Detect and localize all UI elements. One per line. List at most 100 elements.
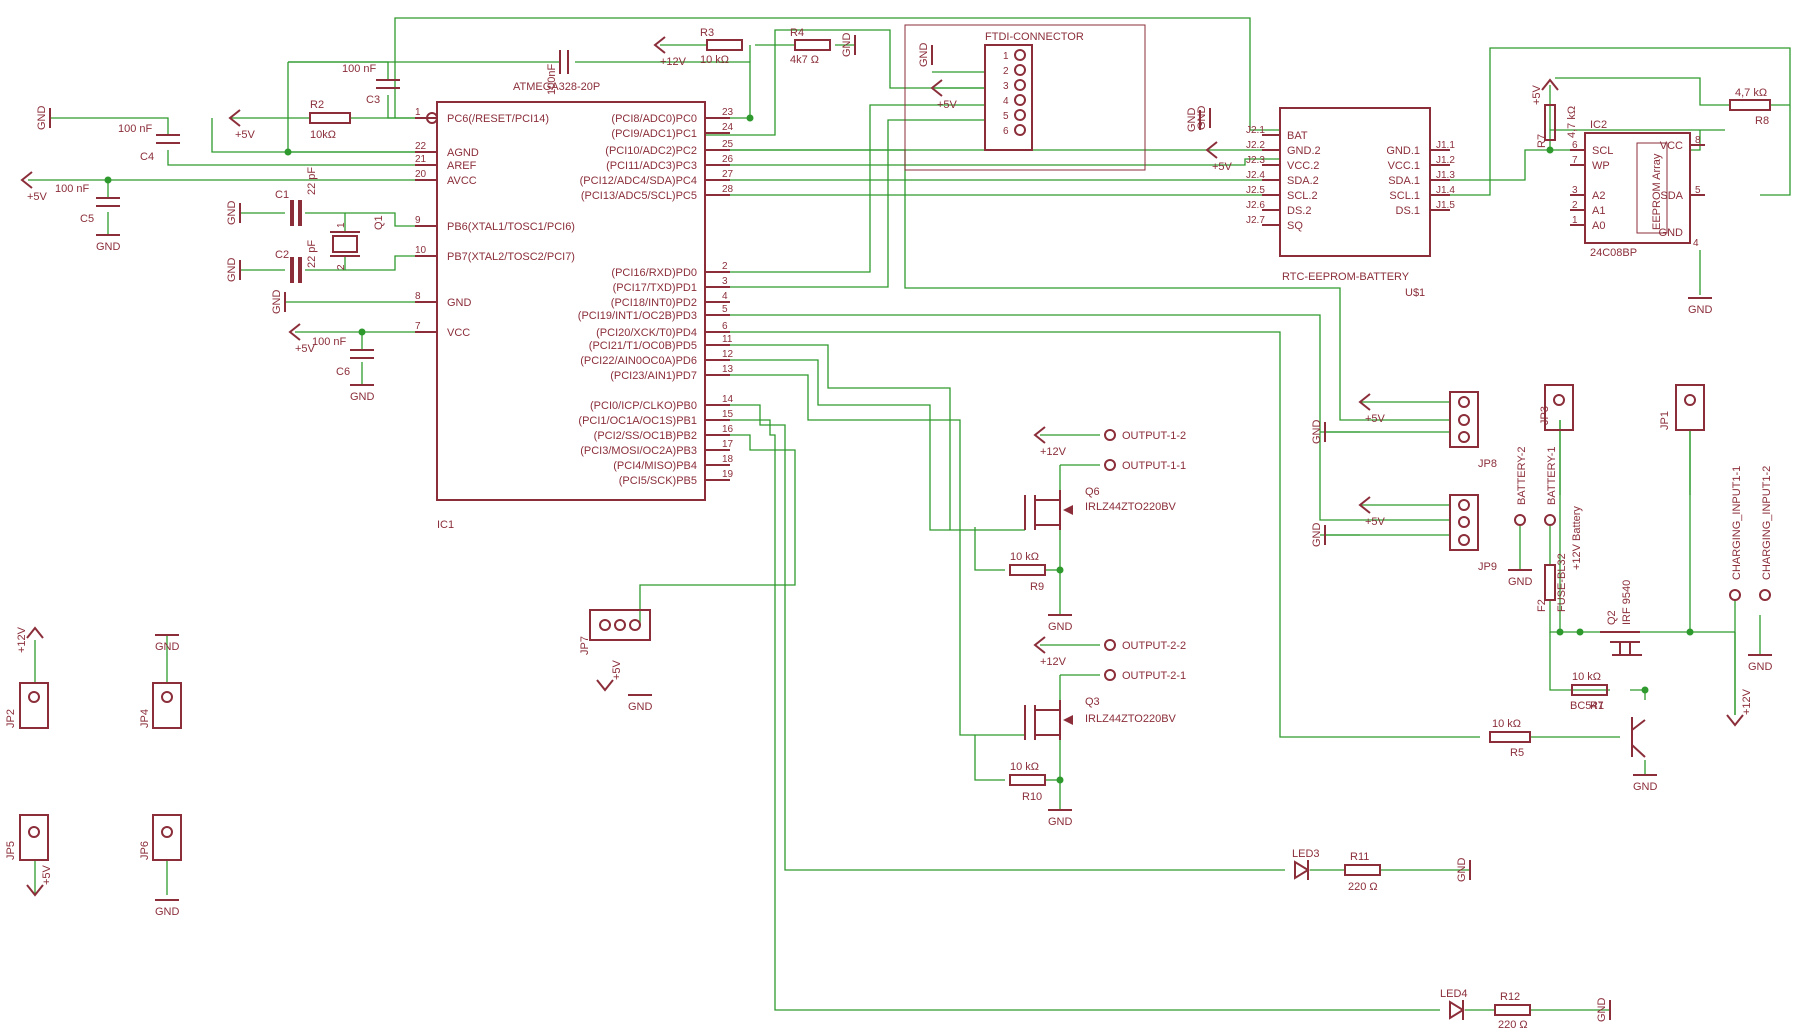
u1-left-label: SCL.2 <box>1287 190 1318 202</box>
battery-1-label: BATTERY-1 <box>1546 447 1558 506</box>
u1-name: U$1 <box>1405 287 1425 299</box>
ic2-pin-number: 8 <box>1695 135 1701 146</box>
jumpers: JP8 JP9 JP3 JP1 JP7 JP <box>5 384 1705 861</box>
ftdi-pin-pad <box>1014 109 1026 121</box>
rtc-eeprom-battery-module: RTC-EEPROM-BATTERY U$1 BATJ2.1GND.2J2.2V… <box>1246 107 1455 299</box>
ic1-pin-number: 11 <box>722 334 733 345</box>
q1-name: Q1 <box>373 215 385 230</box>
ic1-pin-label: (PCI10/ADC2)PC2 <box>605 145 697 157</box>
c5-value: 100 nF <box>55 183 90 195</box>
ic1-pin-label: (PCI18/INT0)PD2 <box>611 297 697 309</box>
u1-left-pin: J2.3 <box>1246 155 1265 166</box>
ic2-array-label: EEPROM Array <box>1651 153 1663 230</box>
r2-name: R2 <box>310 99 324 111</box>
u1-right-pin: J1.5 <box>1436 200 1455 211</box>
transistor-bc547: BC547 <box>1570 700 1646 758</box>
f2-part: FUSE-BL32 <box>1556 553 1568 612</box>
gnd-label: GND <box>226 258 238 283</box>
jumper-jp6: JP6 <box>139 814 182 861</box>
c4-name: C4 <box>140 151 154 163</box>
resistor-r7 <box>1544 104 1556 141</box>
ic1-pin-label: (PCI11/ADC3)PC3 <box>606 160 697 172</box>
ic1-pin-number: 27 <box>722 169 734 180</box>
charging-input-1-1-label: CHARGING_INPUT1-1 <box>1731 466 1743 580</box>
r1-value: 10 kΩ <box>1572 671 1601 683</box>
junctions <box>104 114 1694 784</box>
battery-12v-label: +12V Battery <box>1571 506 1583 570</box>
ic1-pin-number: 18 <box>722 454 734 465</box>
gnd-symbol: GND <box>918 43 933 67</box>
ftdi-pin-number: 2 <box>1003 66 1009 77</box>
ic1-pin-label: (PCI13/ADC5/SCL)PC5 <box>581 190 697 202</box>
gnd-symbol: GND <box>841 33 856 57</box>
ftdi-pin-number: 3 <box>1003 81 1009 92</box>
ic2-pin-number: 3 <box>1572 185 1578 196</box>
gnd-symbol: GND <box>1196 106 1211 130</box>
ic1-pin-label: PB6(XTAL1/TOSC1/PCI6) <box>447 221 575 233</box>
gnd-label: GND <box>155 906 180 918</box>
rail-label: +5V <box>1531 84 1543 105</box>
led4: LED4 <box>1440 988 1468 1020</box>
ftdi-pin-pad <box>1014 94 1026 106</box>
r5-value: 10 kΩ <box>1492 718 1521 730</box>
plus5v-symbol: +5V <box>1205 141 1233 173</box>
ftdi-name: FTDI-CONNECTOR <box>985 31 1084 43</box>
ic1-right-pins: 23(PCI8/ADC0)PC024(PCI9/ADC1)PC125(PCI10… <box>578 107 734 487</box>
rail-label: +5V <box>611 659 623 680</box>
ic2-pin-label: VCC <box>1660 140 1683 152</box>
u1-pins: BATJ2.1GND.2J2.2VCC.2J2.3SDA.2J2.4SCL.2J… <box>1246 125 1455 232</box>
jp8-name: JP8 <box>1478 458 1497 470</box>
q2-part: IRF 9540 <box>1621 580 1633 625</box>
plus5v-symbol: +5V <box>228 109 256 141</box>
ic1-pin-label: (PCI19/INT1/OC2B)PD3 <box>578 310 697 322</box>
mosfet-q6: Q6 IRLZ44ZTO220BV <box>1024 486 1177 530</box>
c7-value: 100nF <box>546 64 558 95</box>
rail-label: +5V <box>1212 161 1233 173</box>
u1-right-pin: J1.2 <box>1436 155 1455 166</box>
gnd-symbol: GND <box>350 384 375 403</box>
gnd-symbol: GND <box>96 234 121 253</box>
ic1-left-pins: 1PC6(/RESET/PCI14)22AGND21AREF20AVCC9PB6… <box>415 107 575 339</box>
u1-left-label: DS.2 <box>1287 205 1311 217</box>
q1-pin1: 1 <box>336 222 347 228</box>
u1-left-label: VCC.2 <box>1287 160 1319 172</box>
u1-left-label: SQ <box>1287 220 1303 232</box>
rail-label: +12V <box>660 56 687 68</box>
gnd-label: GND <box>1633 781 1658 793</box>
crystal-q1: Q1 1 2 <box>330 215 385 270</box>
plus5v-symbol: +5V <box>1358 393 1386 425</box>
q6-name: Q6 <box>1085 486 1100 498</box>
gnd-label: GND <box>628 701 653 713</box>
gnd-symbol: GND <box>155 634 180 653</box>
ic2-pin-number: 2 <box>1572 200 1578 211</box>
u1-right-label: GND.1 <box>1386 145 1420 157</box>
bc547-label: BC547 <box>1570 700 1604 712</box>
plus5v-symbol: +5V <box>1531 78 1559 105</box>
u1-left-label: BAT <box>1287 130 1308 142</box>
ftdi-pin-pad <box>1014 79 1026 91</box>
r9-name: R9 <box>1030 581 1044 593</box>
rail-label: +5V <box>235 129 256 141</box>
gnd-label: GND <box>271 290 283 315</box>
plus12v-symbol: +12V <box>653 36 687 68</box>
jumper-jp3: JP3 <box>1539 384 1574 431</box>
c2-value: 22 pF <box>306 240 318 268</box>
q3-name: Q3 <box>1085 696 1100 708</box>
u1-right-pin: J1.4 <box>1436 185 1455 196</box>
r10-name: R10 <box>1022 791 1042 803</box>
ic1-pin-number: 21 <box>415 154 427 165</box>
gnd-symbol: GND <box>1596 998 1611 1022</box>
u1-left-pin: J2.4 <box>1246 170 1265 181</box>
plus12v-symbol: +12V <box>1033 636 1067 668</box>
gnd-symbol: GND <box>1688 297 1713 316</box>
gnd-label: GND <box>1048 816 1073 828</box>
ic1-pin-label: PC6(/RESET/PCI14) <box>447 113 549 125</box>
ic2-pin-number: 7 <box>1572 155 1578 166</box>
plus12v-symbol: +12V <box>16 626 44 653</box>
ftdi-pin-number: 5 <box>1003 111 1009 122</box>
c1-name: C1 <box>275 189 289 201</box>
ic1-pin-label: VCC <box>447 327 470 339</box>
jumper-jp5: JP5 <box>5 814 49 861</box>
plus5v-symbol: +5V <box>1358 496 1386 528</box>
